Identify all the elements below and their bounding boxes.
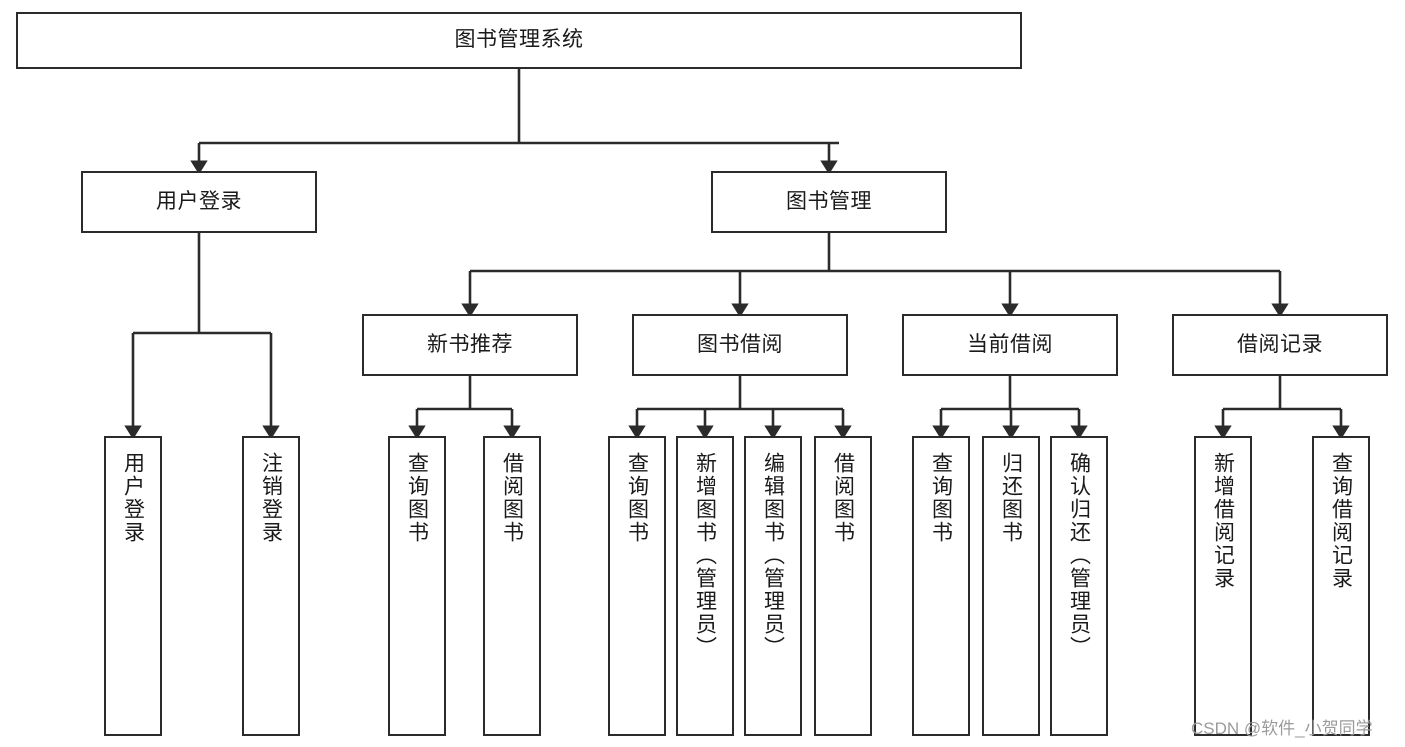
node-user-login[interactable]: 用户登录 <box>81 171 317 233</box>
node-leaf-borrow-book-rec-label: 借阅图书 <box>500 452 524 544</box>
node-leaf-add-borrow-record[interactable]: 新增借阅记录 <box>1194 436 1252 736</box>
node-leaf-return-book[interactable]: 归还图书 <box>982 436 1040 736</box>
node-leaf-borrow-book-label: 借阅图书 <box>831 452 855 544</box>
node-book-manage[interactable]: 图书管理 <box>711 171 947 233</box>
watermark-credit: CSDN @软件_小贺同学 <box>1191 719 1373 738</box>
node-leaf-logout[interactable]: 注销登录 <box>242 436 300 736</box>
node-new-book-recommend[interactable]: 新书推荐 <box>362 314 578 376</box>
node-leaf-logout-label: 注销登录 <box>259 452 283 544</box>
node-leaf-return-book-label: 归还图书 <box>999 452 1023 544</box>
node-current-borrow-label: 当前借阅 <box>967 332 1053 356</box>
node-leaf-edit-book-admin-label: 编辑图书（管理员） <box>761 452 785 659</box>
node-current-borrow[interactable]: 当前借阅 <box>902 314 1118 376</box>
node-leaf-borrow-book-rec[interactable]: 借阅图书 <box>483 436 541 736</box>
node-leaf-query-borrow-record-label: 查询借阅记录 <box>1329 452 1353 590</box>
node-leaf-query-borrow-record[interactable]: 查询借阅记录 <box>1312 436 1370 736</box>
node-leaf-query-book-borrow-label: 查询图书 <box>625 452 649 544</box>
node-leaf-confirm-return-admin-label: 确认归还（管理员） <box>1067 452 1091 659</box>
node-leaf-add-borrow-record-label: 新增借阅记录 <box>1211 452 1235 590</box>
node-leaf-borrow-book[interactable]: 借阅图书 <box>814 436 872 736</box>
node-leaf-query-book-rec-label: 查询图书 <box>405 452 429 544</box>
node-leaf-query-book-rec[interactable]: 查询图书 <box>388 436 446 736</box>
node-book-borrow[interactable]: 图书借阅 <box>632 314 848 376</box>
node-leaf-confirm-return-admin[interactable]: 确认归还（管理员） <box>1050 436 1108 736</box>
node-book-manage-label: 图书管理 <box>786 189 872 213</box>
node-borrow-record-label: 借阅记录 <box>1237 332 1323 356</box>
node-borrow-record[interactable]: 借阅记录 <box>1172 314 1388 376</box>
node-leaf-add-book-admin-label: 新增图书（管理员） <box>693 452 717 659</box>
node-new-book-recommend-label: 新书推荐 <box>427 332 513 356</box>
node-leaf-edit-book-admin[interactable]: 编辑图书（管理员） <box>744 436 802 736</box>
node-book-borrow-label: 图书借阅 <box>697 332 783 356</box>
node-leaf-user-login-label: 用户登录 <box>121 452 145 544</box>
node-leaf-user-login[interactable]: 用户登录 <box>104 436 162 736</box>
node-leaf-query-book-current-label: 查询图书 <box>929 452 953 544</box>
node-root[interactable]: 图书管理系统 <box>16 12 1022 69</box>
node-root-label: 图书管理系统 <box>454 28 584 52</box>
node-leaf-query-book-borrow[interactable]: 查询图书 <box>608 436 666 736</box>
node-leaf-query-book-current[interactable]: 查询图书 <box>912 436 970 736</box>
node-user-login-label: 用户登录 <box>156 189 242 213</box>
node-leaf-add-book-admin[interactable]: 新增图书（管理员） <box>676 436 734 736</box>
